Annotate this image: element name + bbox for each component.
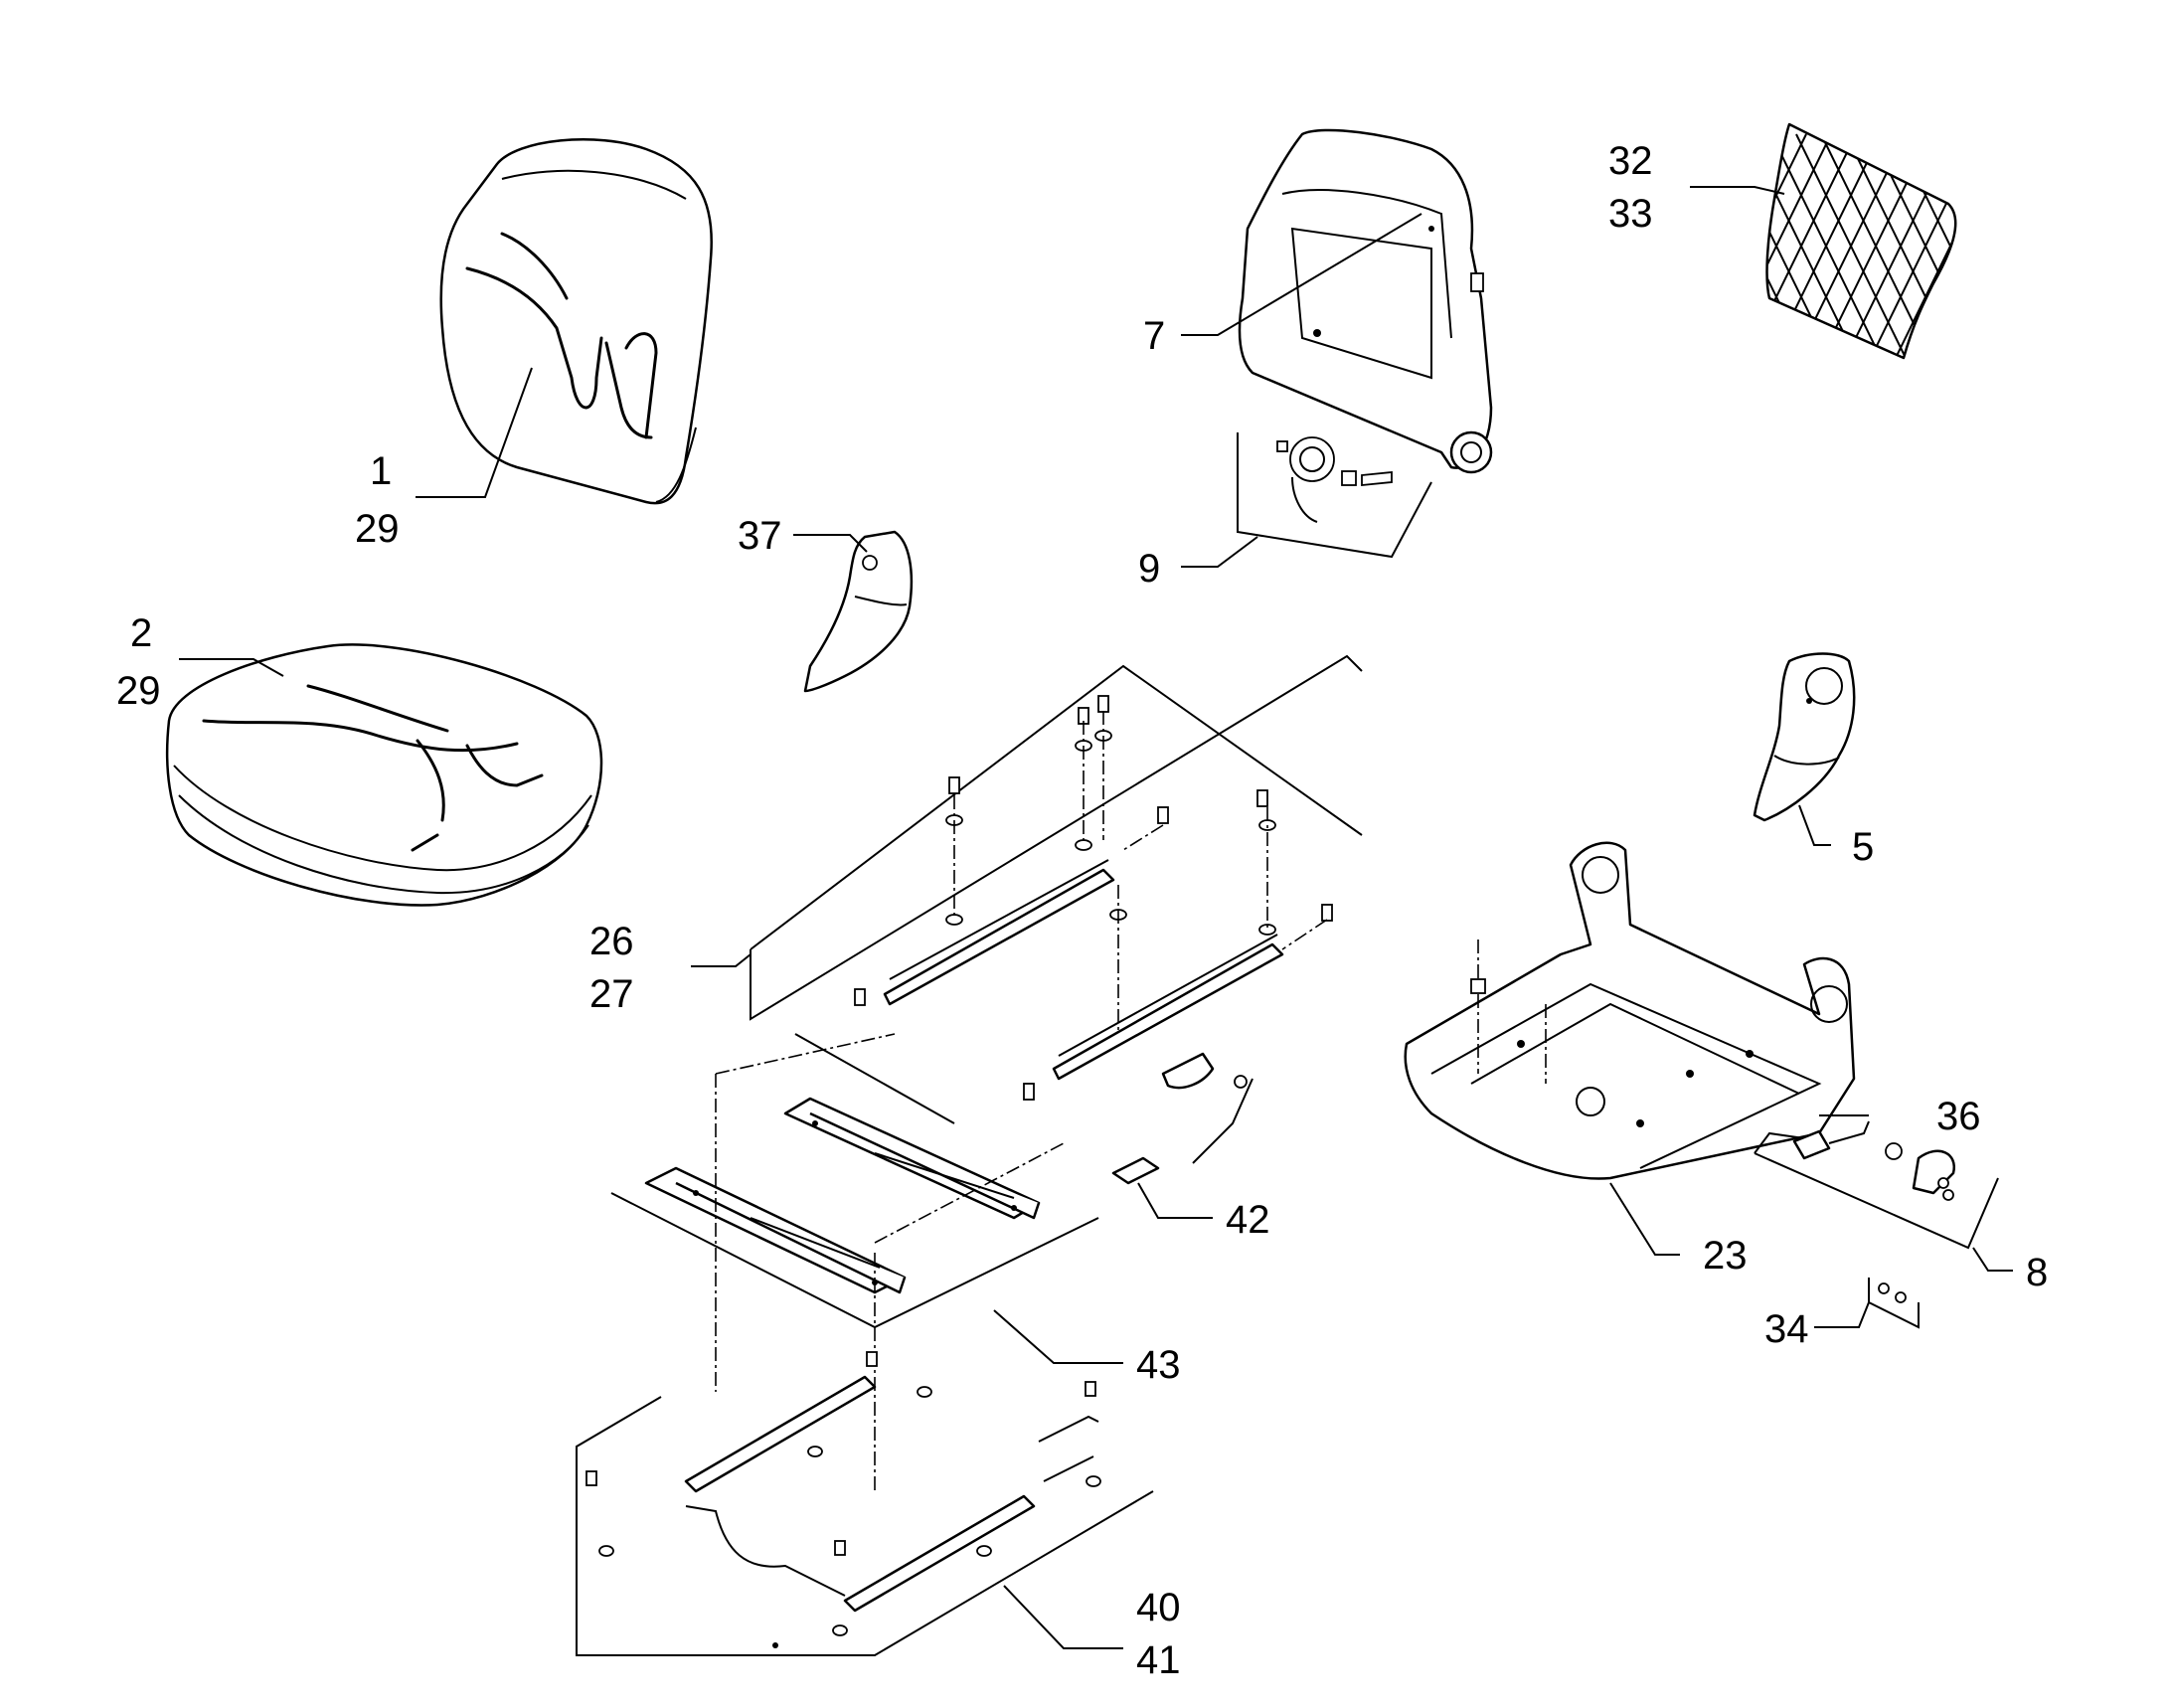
mesh-strand bbox=[1766, 133, 1782, 358]
mesh-strand bbox=[1766, 133, 1857, 358]
mesh-strand bbox=[1944, 133, 1956, 358]
callout-26: 26 bbox=[589, 920, 634, 963]
callout-7: 7 bbox=[1143, 314, 1165, 358]
recliner-hardware bbox=[1237, 432, 1432, 559]
callout-29-backrest: 29 bbox=[355, 507, 400, 551]
slide-rails-upper bbox=[750, 654, 1363, 1101]
mesh-strand bbox=[1895, 133, 1956, 358]
callout-33: 33 bbox=[1608, 192, 1653, 236]
callout-9: 9 bbox=[1138, 547, 1160, 591]
callout-8: 8 bbox=[2026, 1251, 2048, 1294]
mesh-strand bbox=[1944, 133, 1956, 358]
backrest-cushion bbox=[439, 138, 713, 505]
callout-29-seat: 29 bbox=[116, 669, 161, 713]
callout-2: 2 bbox=[130, 611, 152, 655]
callout-27: 27 bbox=[589, 972, 634, 1016]
mesh-strand bbox=[1995, 134, 2104, 358]
mesh-strand bbox=[1766, 133, 1807, 358]
adjuster-kit bbox=[1754, 1120, 1999, 1250]
mesh-strand bbox=[1970, 134, 2080, 358]
mesh-strand bbox=[1970, 134, 2080, 358]
callout-41: 41 bbox=[1136, 1638, 1181, 1682]
lower-rails bbox=[576, 1351, 1154, 1656]
side-cover-left bbox=[803, 530, 914, 693]
callout-5: 5 bbox=[1852, 825, 1874, 869]
backrest-frame bbox=[1238, 128, 1493, 474]
side-cover-right bbox=[1753, 652, 1856, 822]
callout-23: 23 bbox=[1703, 1234, 1748, 1278]
callout-42: 42 bbox=[1226, 1198, 1270, 1242]
adjust-lever bbox=[1111, 1052, 1254, 1185]
mesh-strand bbox=[1647, 134, 1756, 358]
mesh-strand bbox=[1766, 133, 1832, 358]
callout-36: 36 bbox=[1936, 1095, 1981, 1138]
seat-base-frame bbox=[1404, 841, 1856, 1180]
mesh-strand bbox=[1870, 133, 1956, 358]
mounting-plates bbox=[610, 1033, 1099, 1491]
leader-lines bbox=[179, 186, 2013, 1649]
mesh-strand bbox=[1647, 134, 1756, 358]
callout-32: 32 bbox=[1608, 139, 1653, 183]
callout-1: 1 bbox=[370, 449, 392, 493]
callout-37: 37 bbox=[738, 514, 782, 558]
callout-43: 43 bbox=[1136, 1343, 1181, 1387]
callout-40: 40 bbox=[1136, 1586, 1181, 1629]
seat-cushion bbox=[165, 643, 603, 907]
mesh-back-panel bbox=[1647, 122, 2104, 360]
callout-labels: 1 29 2 29 37 7 9 32 33 5 26 27 36 23 8 4… bbox=[116, 139, 2048, 1682]
mesh-strand bbox=[1995, 134, 2104, 358]
mesh-strand bbox=[1766, 133, 1782, 358]
clip-part bbox=[1868, 1278, 1920, 1329]
callout-34: 34 bbox=[1764, 1307, 1809, 1351]
